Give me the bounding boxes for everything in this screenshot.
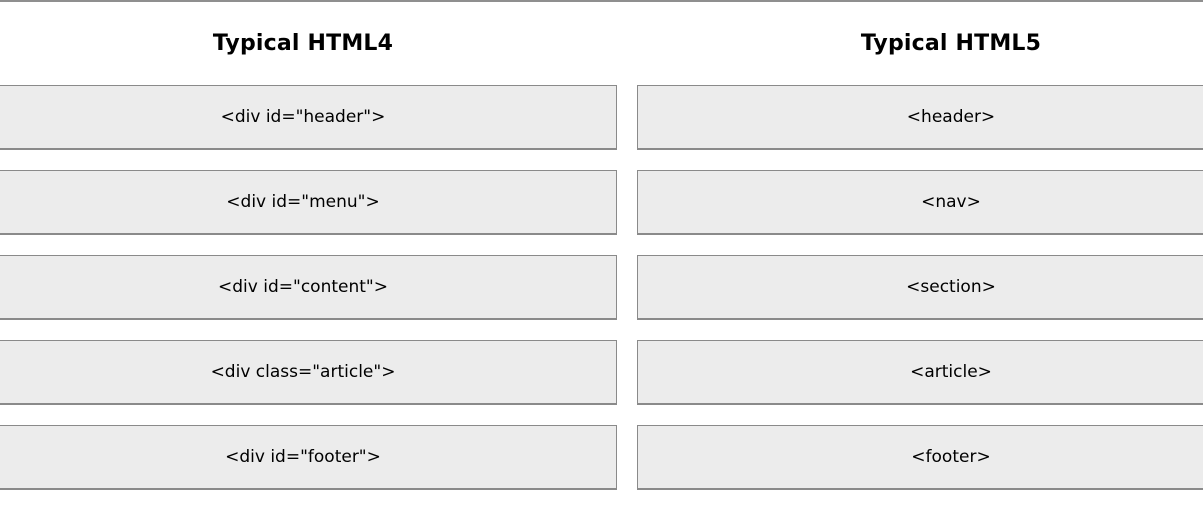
html4-box-header: <div id="header"> (0, 85, 617, 150)
html5-box-footer: <footer> (637, 425, 1203, 490)
html4-column: Typical HTML4 <div id="header"> <div id=… (0, 2, 617, 510)
html5-column-title: Typical HTML5 (860, 31, 1042, 56)
html5-box-nav: <nav> (637, 170, 1203, 235)
html4-box-article: <div class="article"> (0, 340, 617, 405)
html5-column: Typical HTML5 <header> <nav> <section> <… (637, 2, 1203, 510)
html5-box-header: <header> (637, 85, 1203, 150)
html4-column-title: Typical HTML4 (212, 31, 394, 56)
top-divider (0, 0, 1203, 2)
html5-box-section: <section> (637, 255, 1203, 320)
html4-box-footer: <div id="footer"> (0, 425, 617, 490)
html4-box-menu: <div id="menu"> (0, 170, 617, 235)
html5-box-article: <article> (637, 340, 1203, 405)
html4-box-content: <div id="content"> (0, 255, 617, 320)
